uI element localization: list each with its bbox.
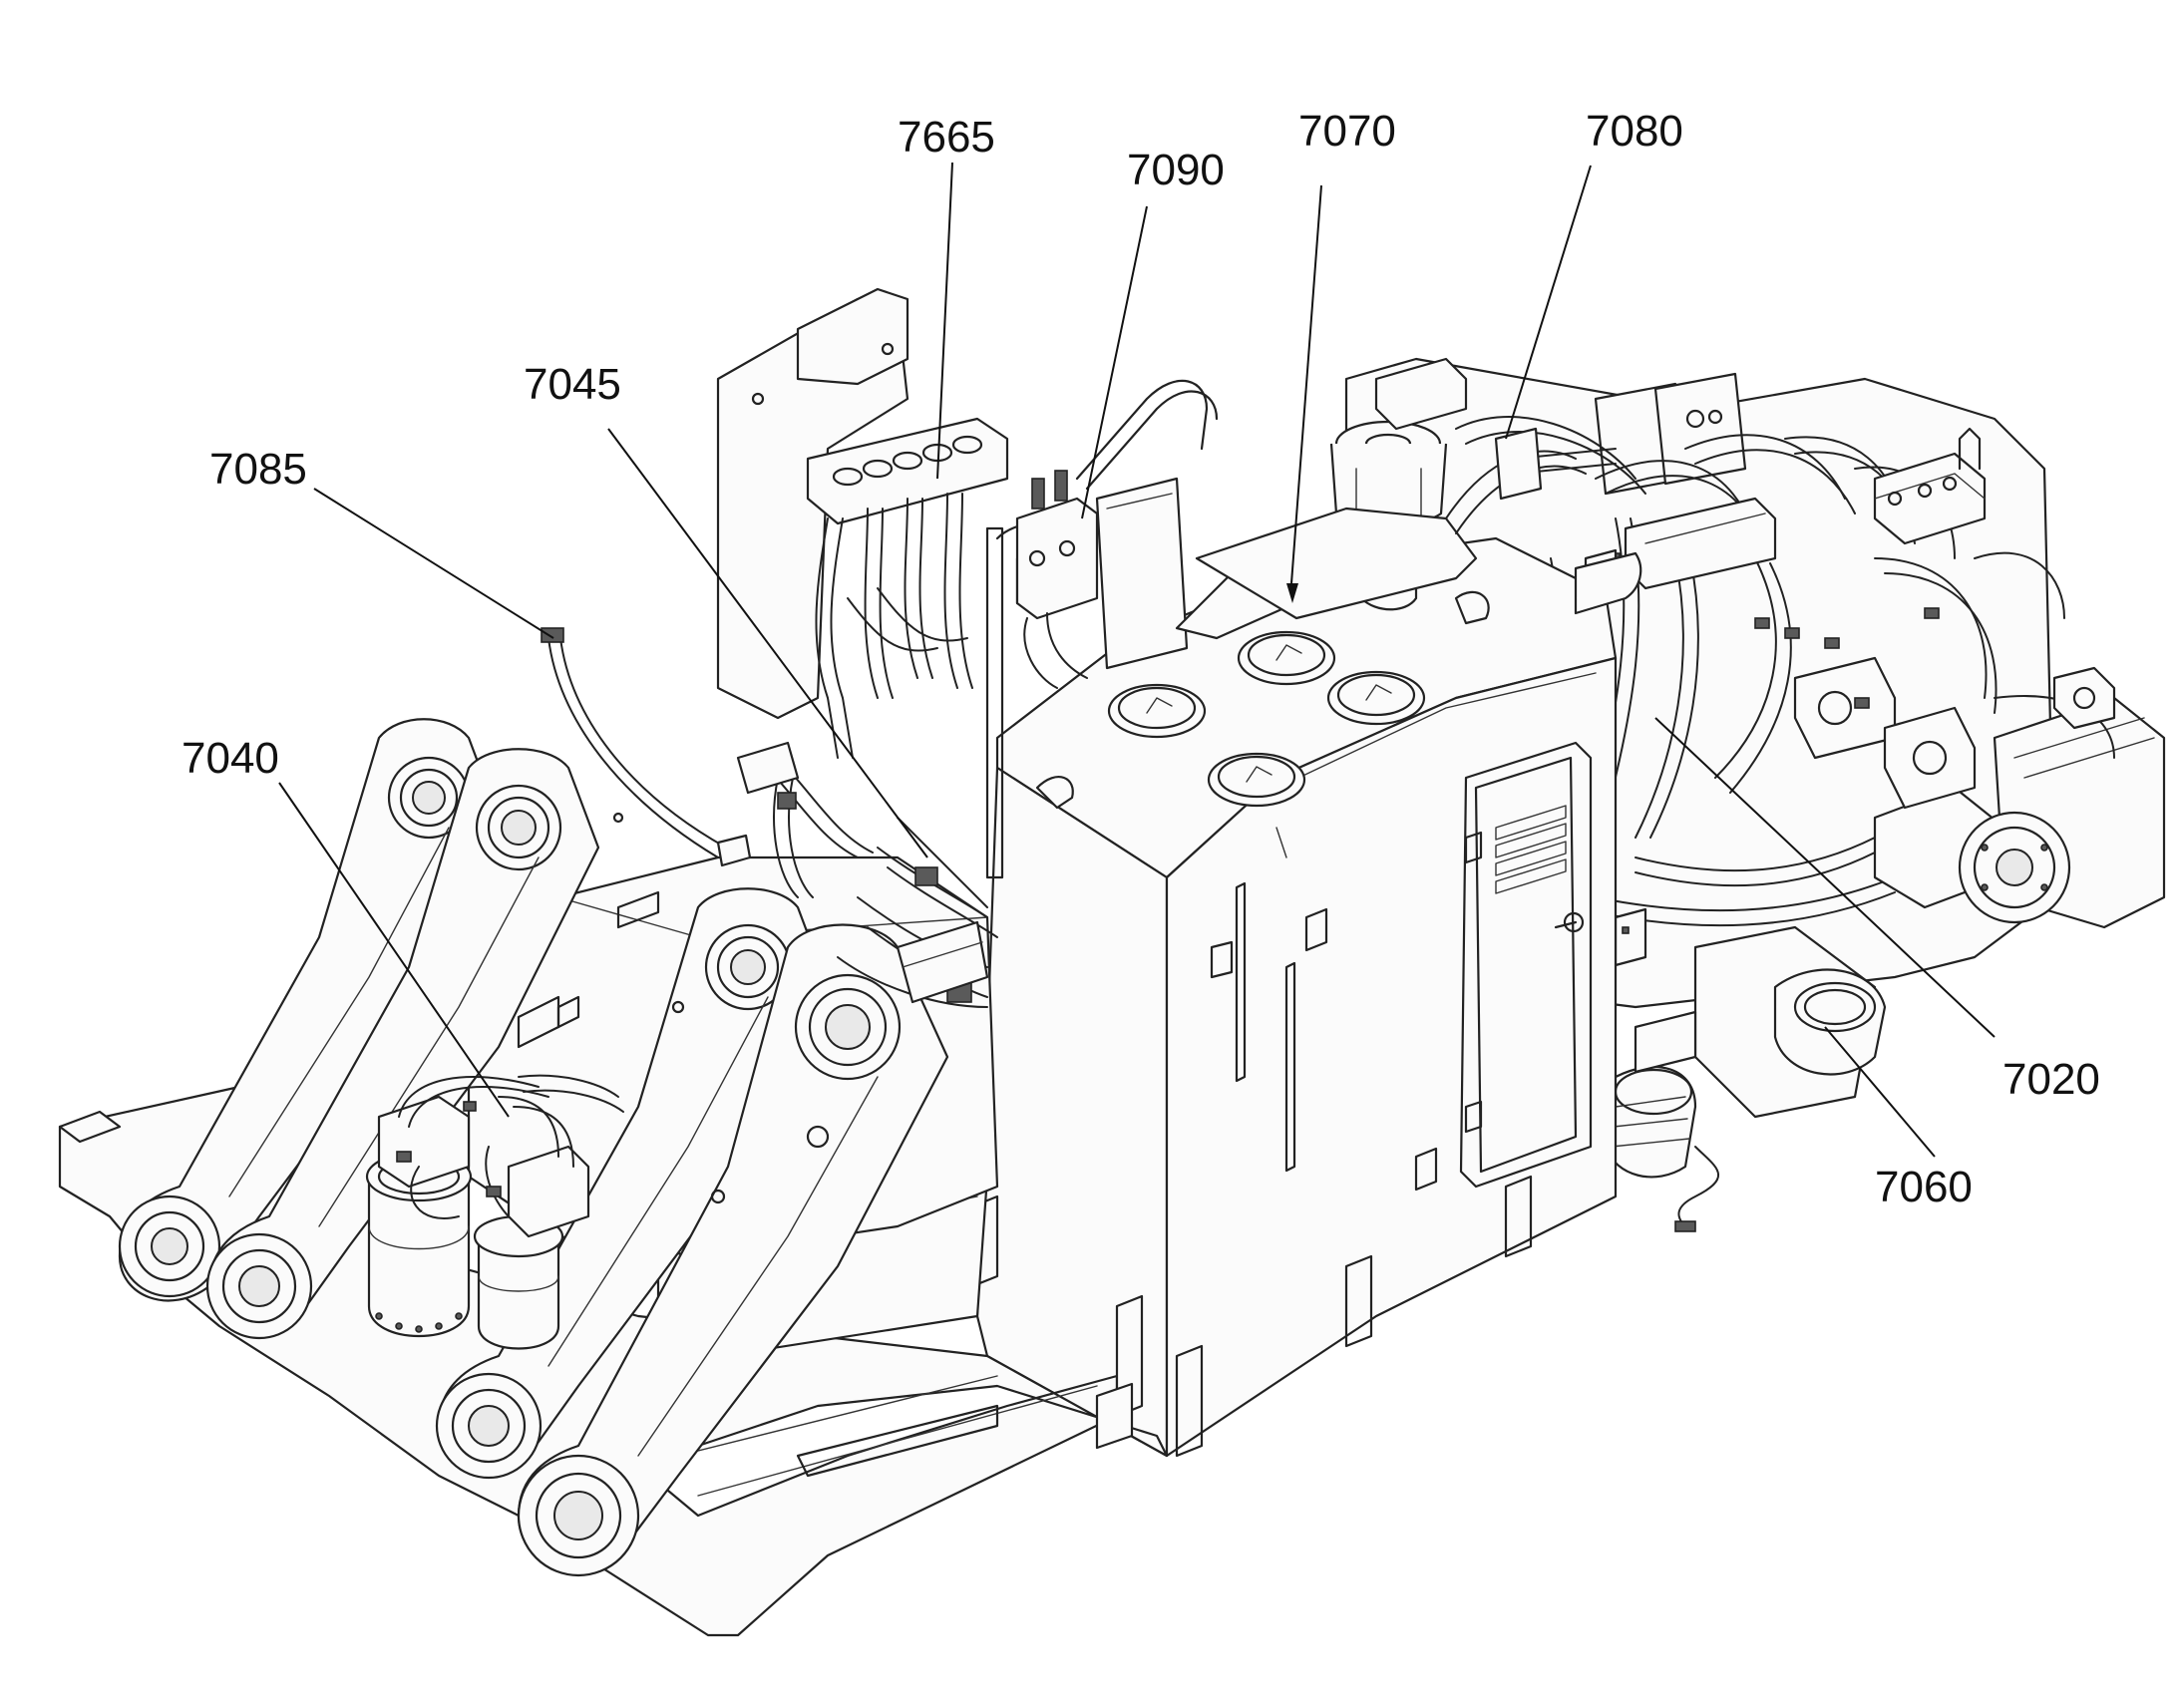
callouts: 7665 7090 7070 7080 7045 7085 7040 7020 … bbox=[182, 107, 2100, 1211]
upper-beams bbox=[1195, 357, 1642, 620]
callout-7060: 7060 bbox=[1875, 1163, 1973, 1211]
door-vents bbox=[1495, 805, 1567, 894]
filler-caps bbox=[1107, 630, 1426, 808]
center-hoses bbox=[541, 627, 998, 1008]
callout-7045: 7045 bbox=[524, 360, 621, 409]
callout-7665: 7665 bbox=[898, 113, 995, 162]
callout-7080: 7080 bbox=[1586, 107, 1683, 156]
valve-sections bbox=[832, 435, 983, 487]
callout-7020: 7020 bbox=[2002, 1055, 2100, 1104]
callout-7070: 7070 bbox=[1298, 107, 1396, 156]
callout-7040: 7040 bbox=[182, 734, 279, 783]
callout-7090: 7090 bbox=[1127, 146, 1225, 194]
swing-drives bbox=[365, 1074, 624, 1350]
hydraulic-tank bbox=[975, 420, 1618, 1458]
callout-7085: 7085 bbox=[209, 445, 307, 494]
valve-tower bbox=[716, 287, 1308, 879]
leader-lines bbox=[278, 162, 1996, 1158]
